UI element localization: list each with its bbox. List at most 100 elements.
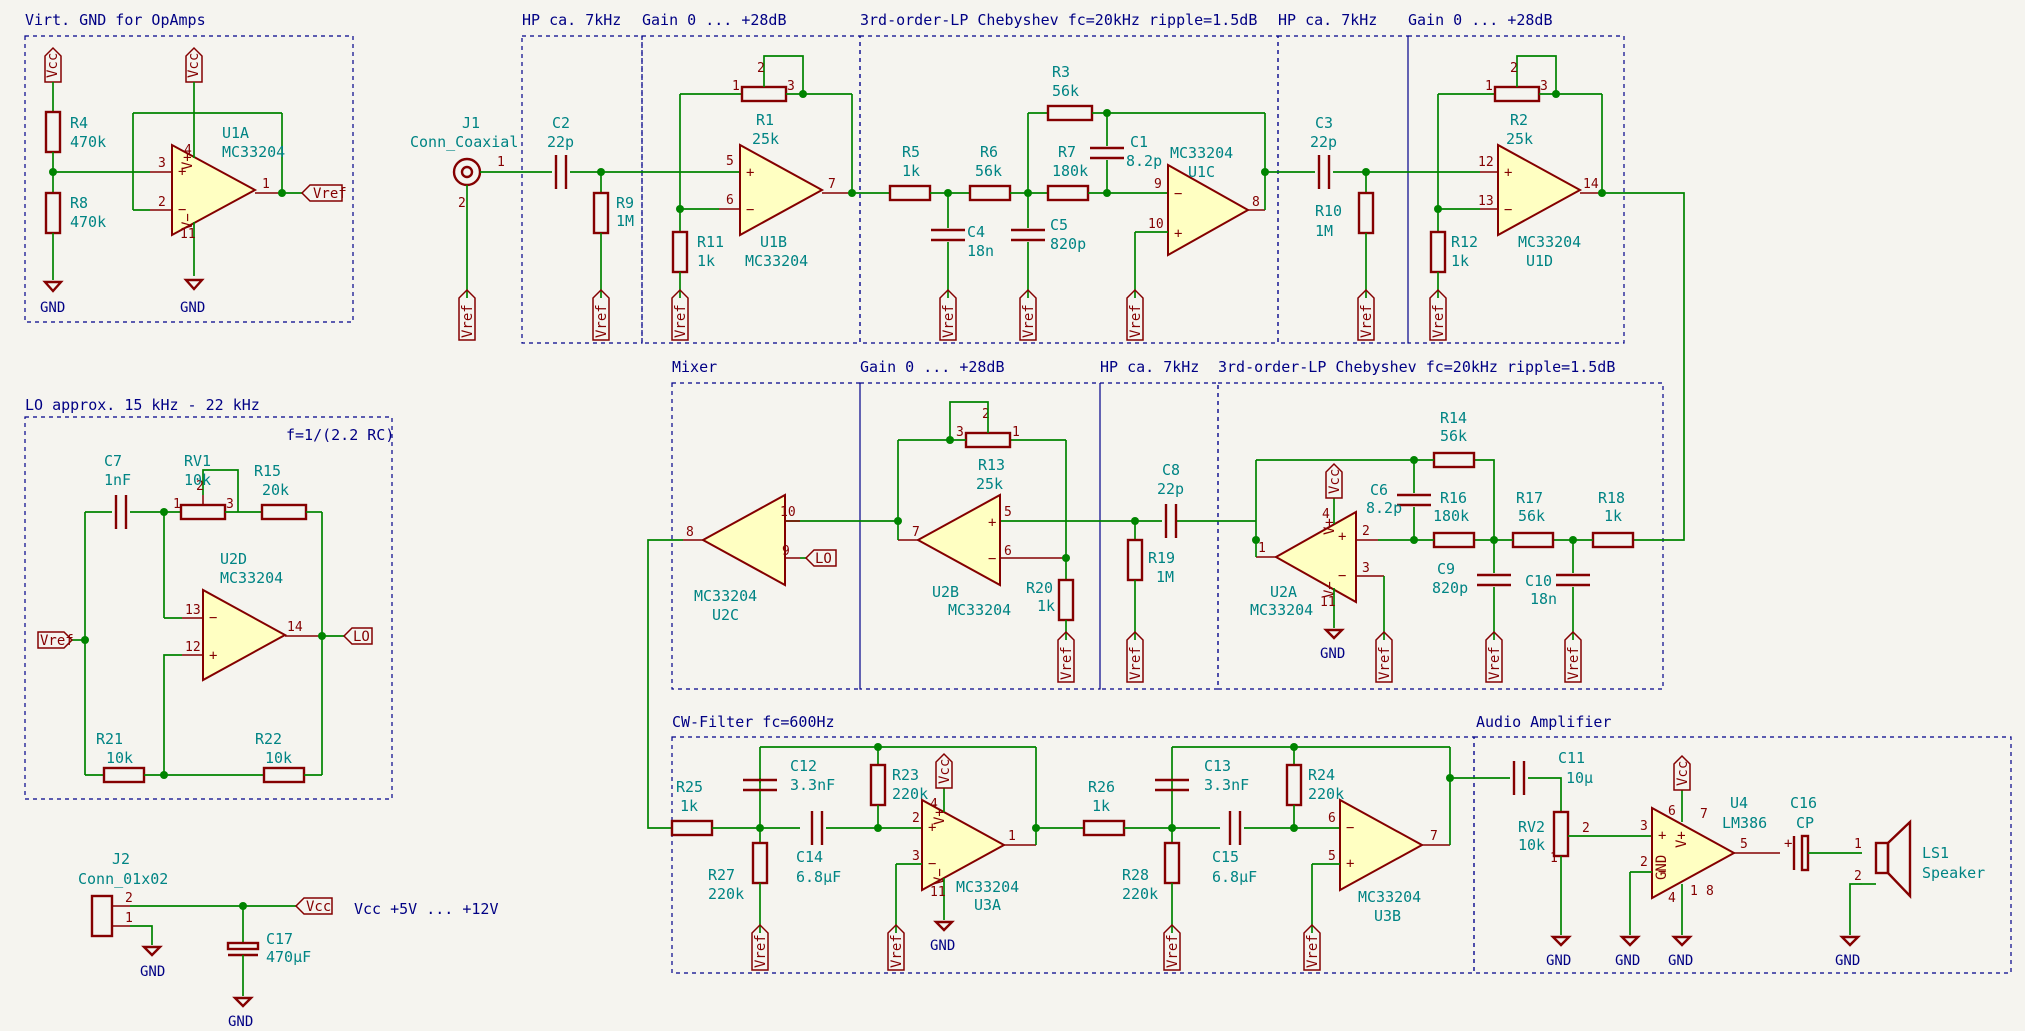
svg-text:+: + xyxy=(746,165,754,181)
svg-text:180k: 180k xyxy=(1052,162,1088,180)
svg-text:10: 10 xyxy=(780,505,796,520)
svg-text:GND: GND xyxy=(1320,646,1345,662)
svg-text:MC33204: MC33204 xyxy=(1170,144,1233,162)
svg-text:C9: C9 xyxy=(1437,560,1455,578)
svg-text:5: 5 xyxy=(1328,849,1336,864)
svg-text:R2: R2 xyxy=(1510,111,1528,129)
svg-text:LO: LO xyxy=(815,551,832,567)
block-title-mixer: Mixer xyxy=(672,358,717,376)
svg-text:GND: GND xyxy=(1654,855,1670,880)
svg-text:12: 12 xyxy=(1478,155,1494,170)
svg-text:2: 2 xyxy=(757,61,765,76)
svg-text:1: 1 xyxy=(262,177,270,192)
svg-text:C2: C2 xyxy=(552,114,570,132)
svg-text:3: 3 xyxy=(1540,79,1548,94)
opamp-U2D xyxy=(202,588,288,682)
svg-text:8: 8 xyxy=(1706,884,1714,899)
svg-text:Vref: Vref xyxy=(1377,646,1393,680)
svg-text:R12: R12 xyxy=(1451,233,1478,251)
svg-text:R11: R11 xyxy=(697,233,724,251)
svg-text:C3: C3 xyxy=(1315,114,1333,132)
svg-text:R16: R16 xyxy=(1440,489,1467,507)
svg-text:Vref: Vref xyxy=(40,633,74,649)
svg-text:V−: V− xyxy=(932,868,948,885)
svg-text:3: 3 xyxy=(1640,819,1648,834)
svg-text:1: 1 xyxy=(1008,829,1016,844)
svg-text:U1A: U1A xyxy=(222,124,249,142)
svg-text:2: 2 xyxy=(1582,821,1590,836)
svg-text:−: − xyxy=(928,856,936,872)
svg-text:1k: 1k xyxy=(1604,507,1622,525)
svg-text:Vref: Vref xyxy=(753,934,769,968)
svg-text:13: 13 xyxy=(1478,194,1494,209)
svg-text:C16: C16 xyxy=(1790,794,1817,812)
block-title-virt-gnd: Virt. GND for OpAmps xyxy=(25,11,206,29)
svg-text:GND: GND xyxy=(180,300,205,316)
svg-text:R18: R18 xyxy=(1598,489,1625,507)
svg-text:V+: V+ xyxy=(1674,831,1690,848)
opamp-U2C xyxy=(700,493,786,587)
svg-text:R8: R8 xyxy=(70,194,88,212)
svg-text:GND: GND xyxy=(1835,953,1860,969)
svg-text:3.3nF: 3.3nF xyxy=(790,776,835,794)
svg-text:C6: C6 xyxy=(1370,481,1388,499)
svg-text:R13: R13 xyxy=(978,456,1005,474)
svg-text:1k: 1k xyxy=(1451,252,1469,270)
opamp-U1D xyxy=(1497,143,1583,237)
opamp-U1C xyxy=(1167,163,1251,257)
svg-text:Vref: Vref xyxy=(673,304,689,338)
svg-text:+: + xyxy=(178,164,186,180)
svg-text:13: 13 xyxy=(185,603,201,618)
svg-text:−: − xyxy=(1346,820,1354,836)
svg-text:C8: C8 xyxy=(1162,461,1180,479)
svg-text:1: 1 xyxy=(125,911,133,926)
svg-text:7: 7 xyxy=(828,177,836,192)
svg-text:Vcc: Vcc xyxy=(186,53,202,78)
svg-text:+: + xyxy=(209,648,217,664)
svg-text:Vcc: Vcc xyxy=(1327,469,1343,494)
svg-text:Vcc: Vcc xyxy=(937,759,953,784)
opamp-U3B xyxy=(1339,798,1425,892)
svg-text:6: 6 xyxy=(1328,811,1336,826)
svg-text:R27: R27 xyxy=(708,866,735,884)
svg-text:8.2p: 8.2p xyxy=(1366,499,1402,517)
svg-text:2: 2 xyxy=(1362,524,1370,539)
svg-text:Vref: Vref xyxy=(1021,304,1037,338)
svg-text:22p: 22p xyxy=(1157,480,1184,498)
svg-text:56k: 56k xyxy=(975,162,1002,180)
svg-text:4: 4 xyxy=(930,797,938,812)
svg-text:2: 2 xyxy=(982,407,990,422)
svg-text:R25: R25 xyxy=(676,778,703,796)
svg-text:8.2p: 8.2p xyxy=(1126,152,1162,170)
svg-text:1k: 1k xyxy=(1037,597,1055,615)
opamp-U1B xyxy=(739,143,825,237)
svg-text:RV1: RV1 xyxy=(184,452,211,470)
svg-text:22p: 22p xyxy=(1310,133,1337,151)
svg-text:4: 4 xyxy=(1322,507,1330,522)
svg-text:18n: 18n xyxy=(967,242,994,260)
svg-text:+: + xyxy=(1174,226,1182,242)
svg-text:9: 9 xyxy=(1154,177,1162,192)
svg-text:1k: 1k xyxy=(697,252,715,270)
svg-text:1M: 1M xyxy=(1315,222,1333,240)
svg-text:Conn_Coaxial: Conn_Coaxial xyxy=(410,133,518,151)
svg-text:Vref: Vref xyxy=(1431,304,1447,338)
svg-text:RV2: RV2 xyxy=(1518,818,1545,836)
svg-text:−: − xyxy=(1504,202,1512,218)
svg-text:25k: 25k xyxy=(976,475,1003,493)
svg-text:MC33204: MC33204 xyxy=(694,587,757,605)
opamp-U2A xyxy=(1273,510,1357,604)
svg-text:6.8µF: 6.8µF xyxy=(1212,868,1257,886)
svg-text:C1: C1 xyxy=(1130,133,1148,151)
svg-text:2: 2 xyxy=(912,811,920,826)
svg-text:1k: 1k xyxy=(902,162,920,180)
svg-text:1: 1 xyxy=(1854,837,1862,852)
svg-text:1: 1 xyxy=(497,155,505,170)
svg-text:2: 2 xyxy=(158,195,166,210)
svg-text:3: 3 xyxy=(956,425,964,440)
svg-text:10k: 10k xyxy=(184,471,211,489)
svg-text:C13: C13 xyxy=(1204,757,1231,775)
